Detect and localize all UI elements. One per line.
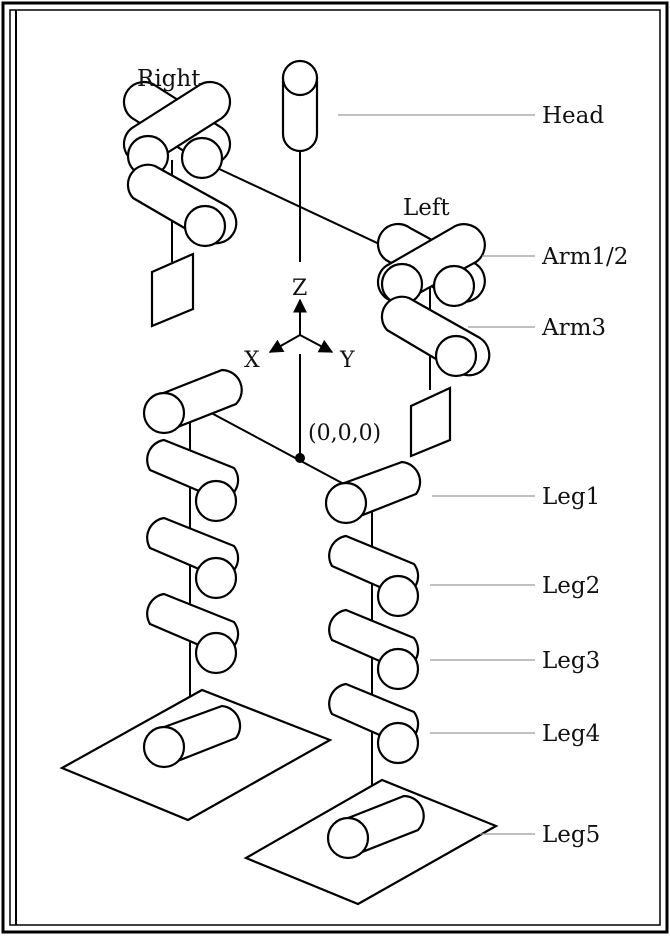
leg2-label: Leg2 xyxy=(542,573,600,599)
right-leg-joints xyxy=(59,368,333,822)
head-label: Head xyxy=(542,103,604,129)
right-leg2-joint xyxy=(146,438,240,523)
right-arm-joints xyxy=(122,80,238,328)
z-axis-label: Z xyxy=(292,276,307,301)
leg1-label: Leg1 xyxy=(542,484,600,510)
coordinate-axes xyxy=(268,298,334,463)
right-leg5-joint xyxy=(142,704,242,769)
y-axis-label: Y xyxy=(339,348,355,373)
labels: Right Left Head Arm1/2 Arm3 Leg1 Leg2 Le… xyxy=(137,66,628,848)
right-hand xyxy=(150,252,195,328)
arm12-label: Arm1/2 xyxy=(541,244,628,270)
right-arm12-joint xyxy=(122,80,232,180)
right-leg1-joint xyxy=(142,368,243,435)
right-leg3-joint xyxy=(146,516,240,600)
left-hand xyxy=(409,386,452,458)
arm3-label: Arm3 xyxy=(541,315,606,341)
origin-label: (0,0,0) xyxy=(308,421,381,446)
right-foot xyxy=(59,688,333,822)
leg5-label: Leg5 xyxy=(542,822,600,848)
right-leg4-joint xyxy=(146,592,240,675)
left-arm12-joint xyxy=(376,222,486,308)
leg4-label: Leg4 xyxy=(542,721,600,747)
head-joint xyxy=(281,59,319,153)
left-leg5-joint xyxy=(326,794,425,860)
left-side-label: Left xyxy=(403,195,450,221)
left-leg4-joint xyxy=(328,682,420,765)
left-arm3-joint xyxy=(380,295,491,378)
origin-point xyxy=(295,453,305,463)
right-side-label: Right xyxy=(137,66,201,92)
right-arm3-joint xyxy=(126,163,238,248)
leg3-label: Leg3 xyxy=(542,648,600,674)
left-leg-joints xyxy=(243,460,499,906)
left-arm-joints xyxy=(376,222,491,458)
x-axis-label: X xyxy=(244,348,260,373)
left-leg3-joint xyxy=(328,608,420,691)
left-leg2-joint xyxy=(328,534,420,618)
left-leg1-joint xyxy=(324,460,422,525)
leader-lines xyxy=(338,114,535,835)
